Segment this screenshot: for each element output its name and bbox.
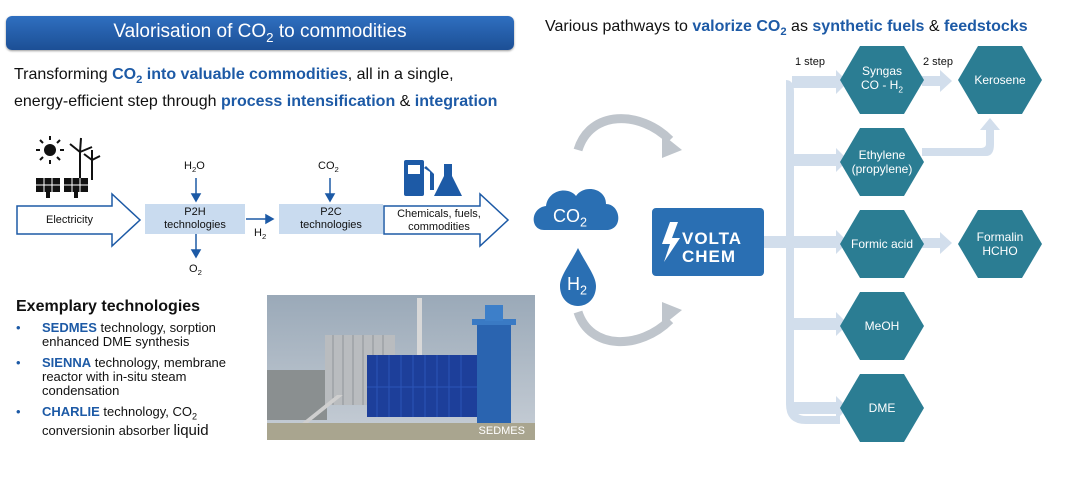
h2-drop-icon — [560, 248, 596, 306]
h2-label: H2 — [254, 227, 267, 242]
sedmes-photo: SEDMES — [267, 295, 535, 440]
output-label: Chemicals, fuels,commodities — [397, 208, 481, 233]
meoh-hex — [840, 292, 924, 360]
curve-arrow-top — [573, 114, 674, 152]
formic-acid-label: Formic acid — [850, 237, 913, 251]
kerosene-label: Kerosene — [974, 73, 1026, 87]
kerosene-hex — [958, 46, 1042, 114]
ethylene-hex — [840, 128, 924, 196]
h2o-label: H2O — [184, 160, 205, 175]
curve-arrow-bottom — [573, 310, 674, 346]
title-banner: Valorisation of CO2 to commodities — [6, 16, 514, 50]
intro-text: Transforming CO2 into valuable commoditi… — [14, 66, 498, 111]
co2-arrowhead — [324, 193, 336, 203]
list-item: SEDMES technology, sorption enhanced DME… — [16, 321, 261, 349]
curve-arrowhead-top — [662, 134, 682, 158]
solar-panel-icon — [36, 178, 88, 198]
ethylene-label: Ethylene(propylene) — [851, 148, 913, 176]
pathways-title: Various pathways to valorize CO2 as synt… — [545, 18, 1028, 39]
curve-arrowhead-bottom — [662, 302, 682, 326]
dme-hex — [840, 374, 924, 442]
hex-shapes — [840, 46, 1042, 442]
flask-icon — [434, 164, 462, 196]
co2-label: CO2 — [318, 160, 339, 175]
lightning-icon — [662, 222, 680, 262]
h2-drop-label: H2 — [567, 274, 588, 298]
electricity-arrow — [16, 192, 142, 248]
h2-arrowhead — [265, 213, 275, 225]
sedmes-photo-image — [267, 295, 535, 440]
banner-text: Valorisation of CO2 to commodities — [113, 21, 407, 45]
meoh-label: MeOH — [864, 319, 900, 333]
one-step-label: 1 step — [795, 56, 825, 68]
output-arrow — [383, 192, 510, 248]
list-item: SIENNA technology, membrane reactor with… — [16, 356, 261, 398]
co2-cloud-label: CO2 — [553, 206, 588, 230]
syngas-hex — [840, 46, 924, 114]
examples-list: SEDMES technology, sorption enhanced DME… — [16, 321, 261, 445]
formalin-hex — [958, 210, 1042, 278]
co2-cloud-icon — [533, 189, 619, 230]
examples-title: Exemplary technologies — [16, 298, 201, 315]
two-step-label: 2 step — [923, 56, 953, 68]
photo-caption: SEDMES — [478, 425, 525, 437]
wind-turbine-icon — [69, 137, 101, 180]
o2-arrowhead — [190, 249, 202, 259]
process-flow-diagram — [16, 136, 510, 259]
h2o-arrowhead — [190, 193, 202, 203]
dme-label: DME — [868, 401, 896, 415]
o2-label: O2 — [189, 263, 202, 278]
branch-arrows — [764, 70, 1000, 424]
voltachem-box — [652, 208, 764, 276]
sun-icon — [36, 136, 64, 164]
electricity-label: Electricity — [46, 214, 94, 226]
list-item: CHARLIE technology, CO2 conversionin abs… — [16, 405, 261, 438]
formic-acid-hex — [840, 210, 924, 278]
fuel-pump-icon — [404, 160, 434, 196]
pathway-diagram — [533, 46, 1042, 442]
